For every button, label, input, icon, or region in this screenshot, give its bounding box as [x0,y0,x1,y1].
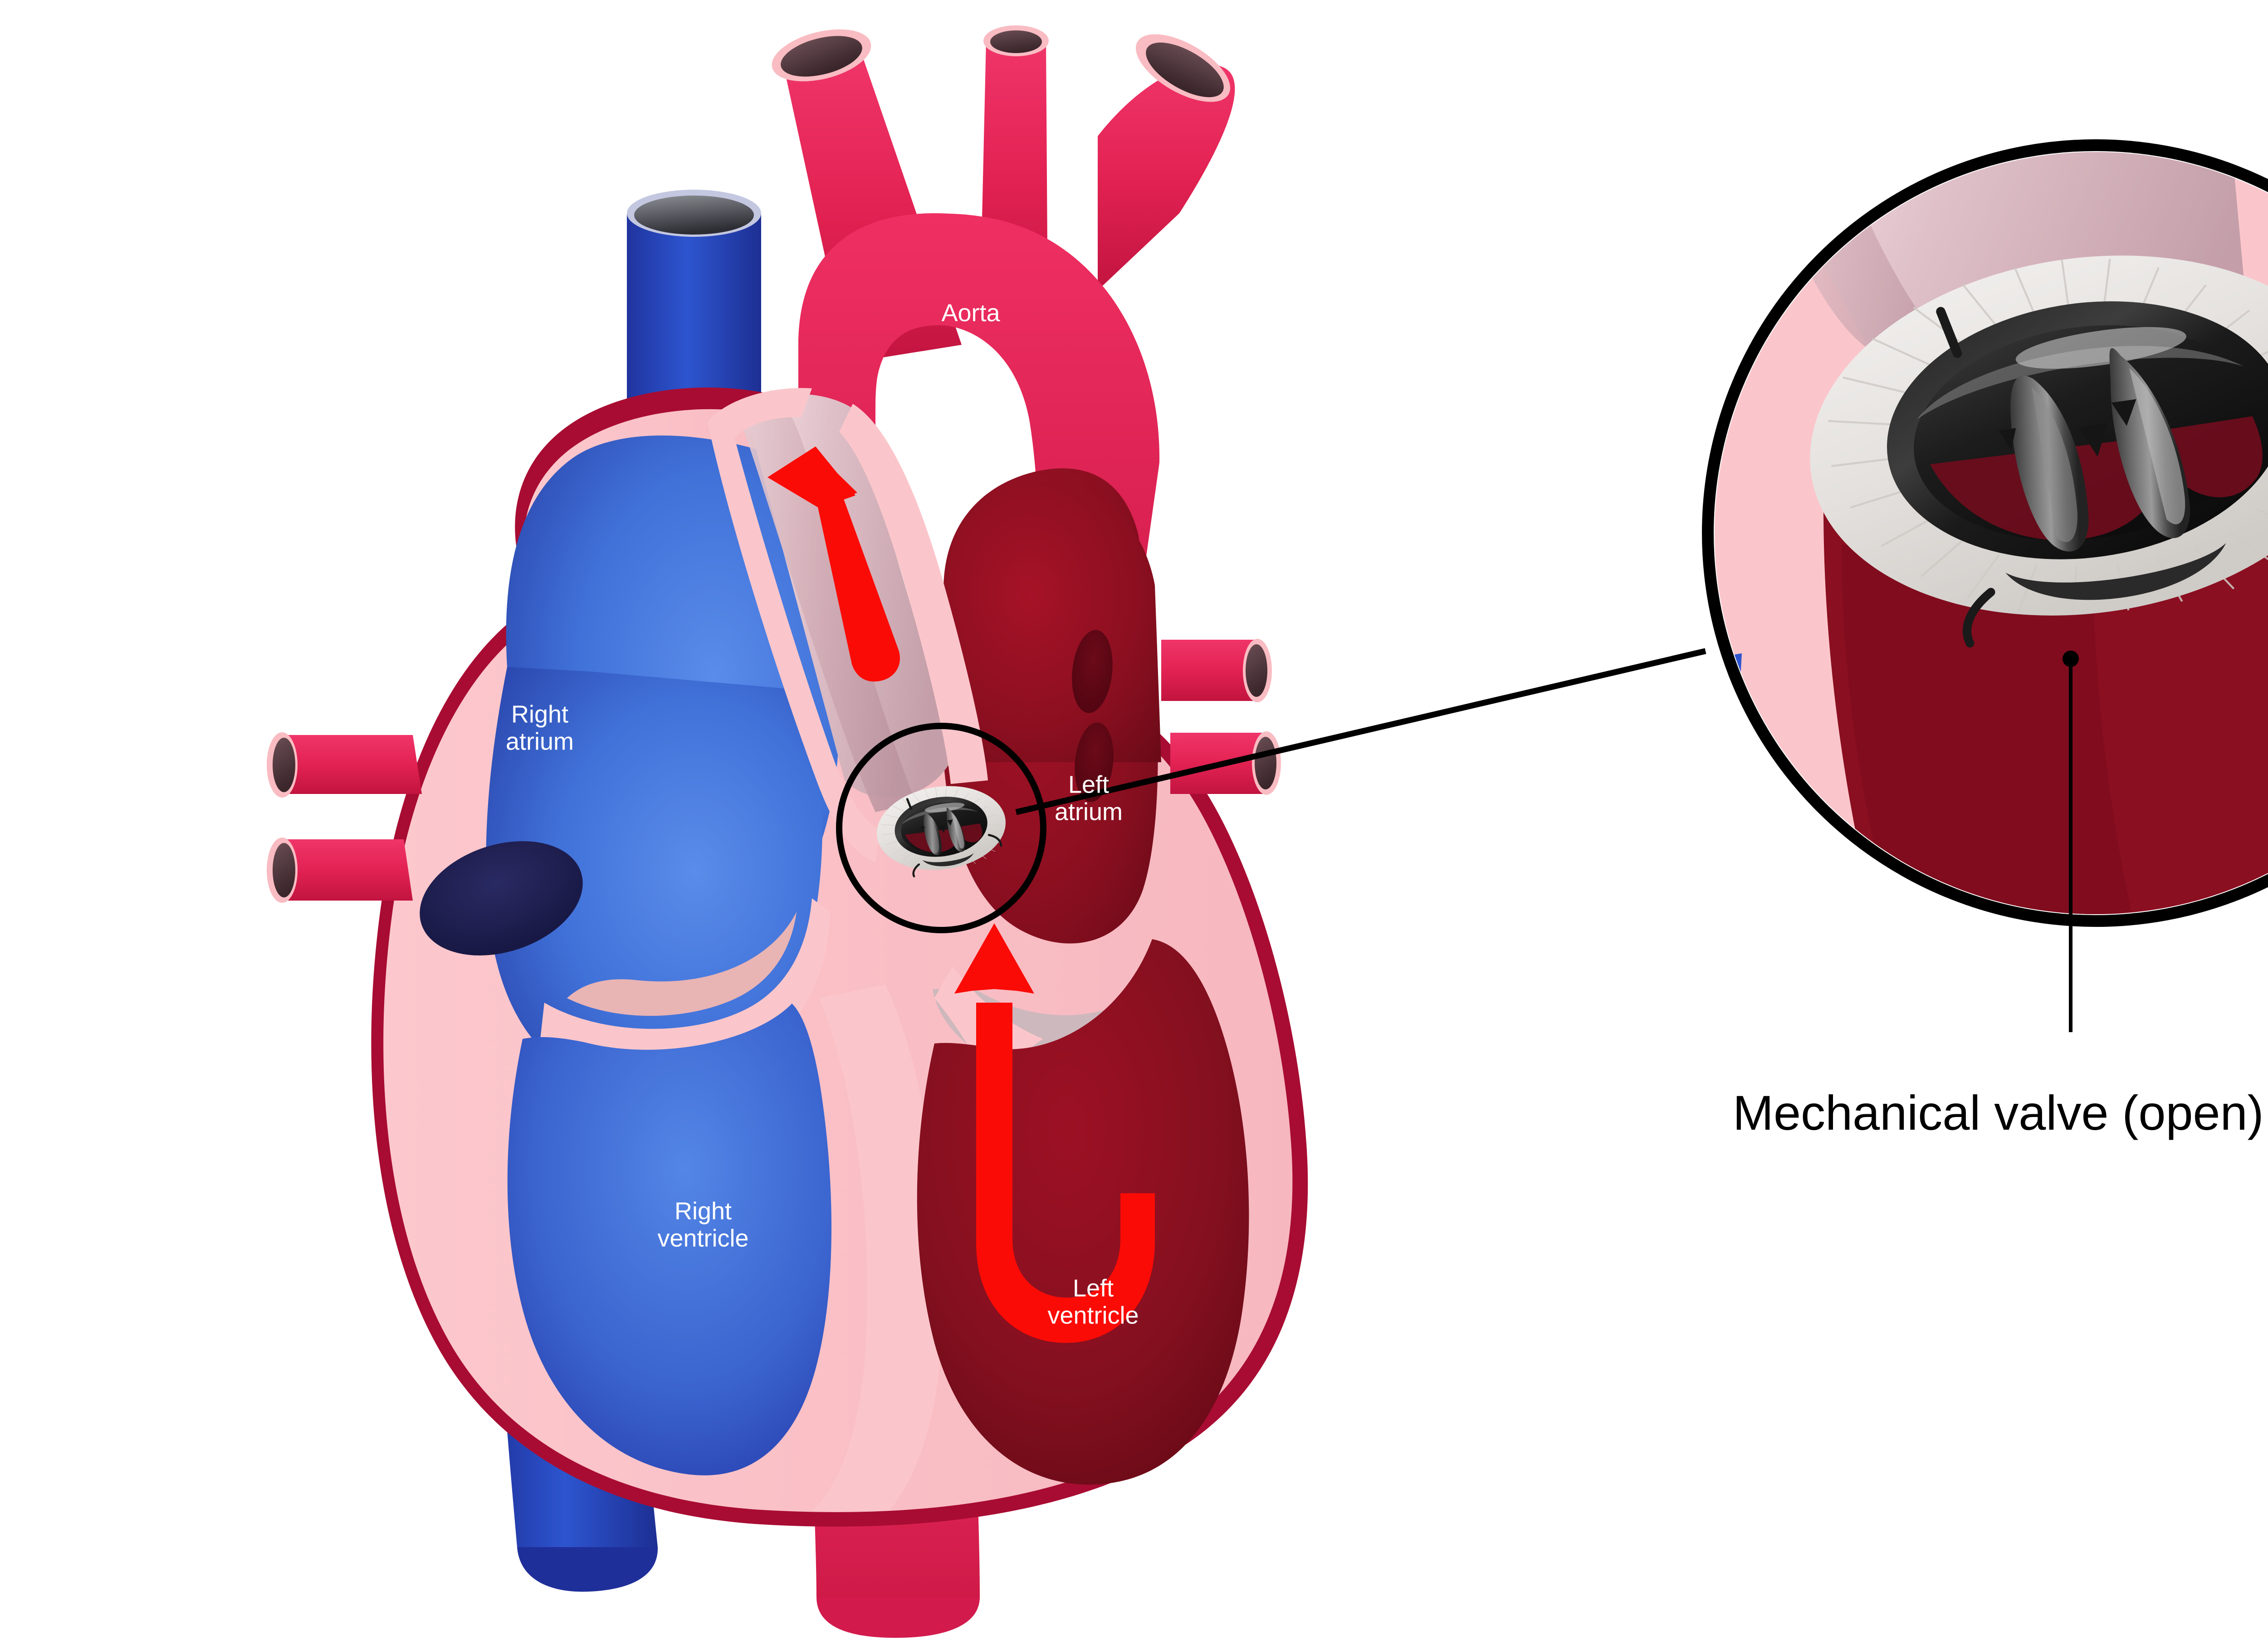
tricuspid-valve-leaflet [567,912,797,1016]
left-subclavian [1098,64,1235,290]
magnified-valve-view [1702,139,2268,1032]
mechanical-valve-caption: Mechanical valve (open) [1733,1085,2264,1140]
right-ventricle [507,1004,832,1475]
left-atrium [943,468,1161,944]
magnifier-source-circle [836,723,1046,933]
mitral-valve-leaflets [933,962,1166,1121]
left-ventricle-arrow [954,923,1155,1343]
pulmonary-vein-ostium-upper [1072,630,1113,713]
left-pulmonary-veins [267,732,422,903]
heart-diagram [267,25,1308,1638]
vena-cava-ostium [420,841,583,955]
magnifier-circle [1702,139,2268,927]
ascending-aorta-arrow [767,446,900,682]
callout-leader-line [1015,648,1706,815]
pulmonary-vein-ostium-lower [1075,722,1114,802]
interventricular-septum [812,985,943,1511]
